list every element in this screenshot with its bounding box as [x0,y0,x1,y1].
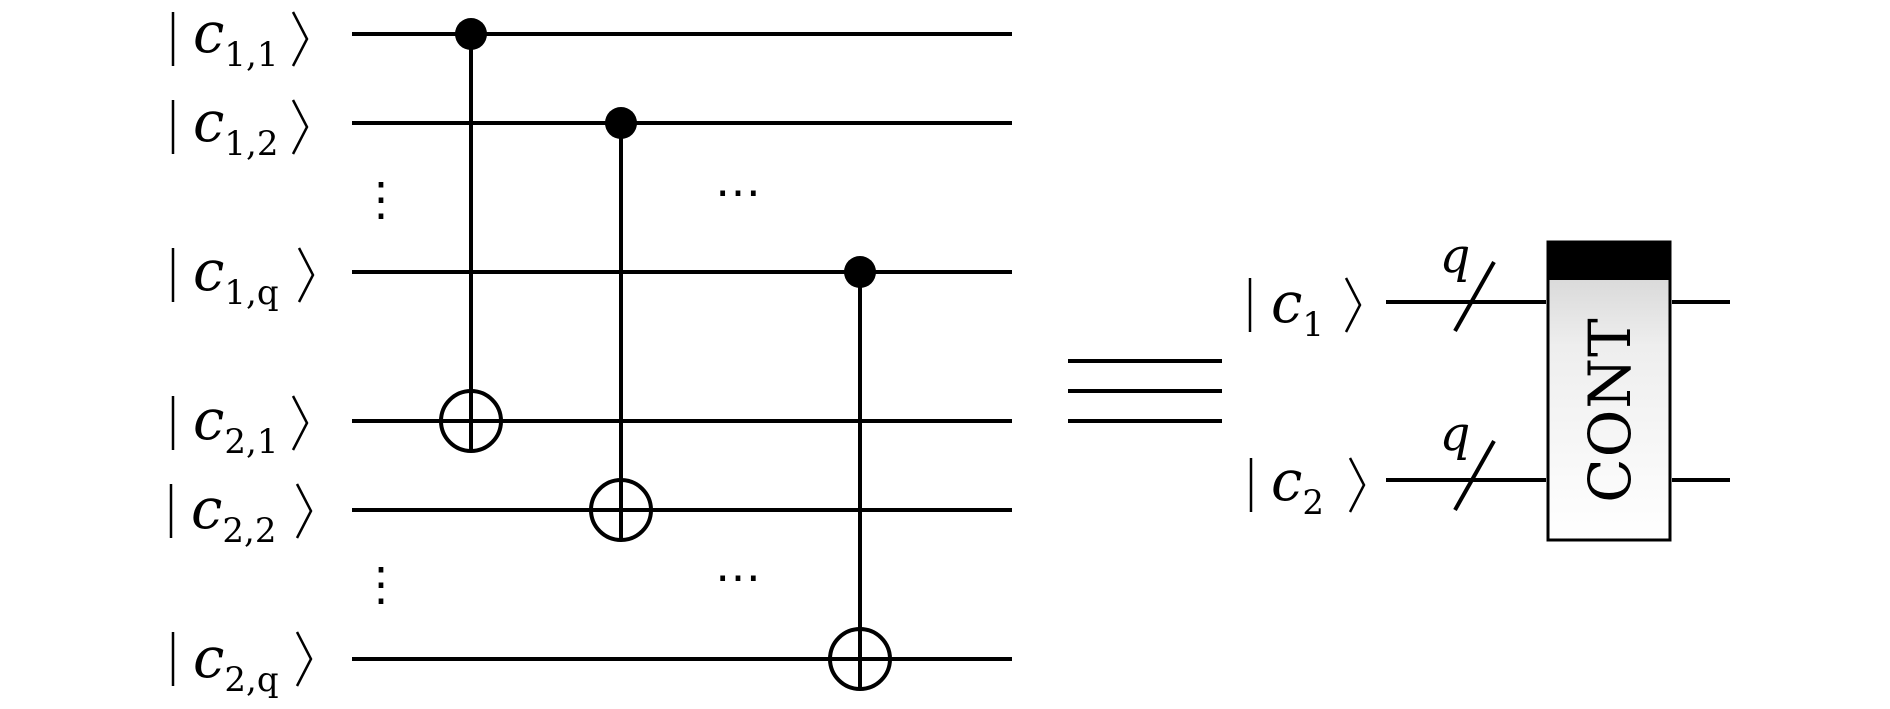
horizontal-ellipsis-top: ⋯ [715,165,761,219]
ket-label-c1q: c1,q [193,239,279,313]
ket-label-c2: c2 [1271,449,1324,523]
ket-brackets-right [1248,277,1366,513]
wire-size-label-c1: q [1440,228,1471,284]
cont-gate-header [1548,242,1670,280]
left-circuit [169,11,1012,691]
cont-gate-label: CONT [1576,317,1644,502]
equivalence-symbol [1068,359,1222,423]
right-circuit [1248,240,1730,542]
wire-size-label-c2: q [1440,406,1471,462]
cnot-gate-2 [589,107,653,542]
vertical-ellipsis-top: ⋮ [358,172,404,226]
control-dot [605,107,637,139]
ket-label-c22: c2,2 [191,477,276,551]
control-dot [455,18,487,50]
ket-label-c12: c1,2 [193,90,278,164]
ket-labels-left: c1,1 c1,2 c1,q c2,1 c2,2 c2,q [191,1,279,700]
ket-label-c1: c1 [1271,271,1324,345]
cnot-gate-3 [828,256,892,691]
vertical-ellipsis-bottom: ⋮ [358,557,404,611]
cnot-gate-1 [439,18,503,453]
control-dot [844,256,876,288]
ket-labels-right: c1 c2 [1271,271,1324,523]
bundle-slash-c2 [1453,440,1496,511]
ket-brackets-left [169,11,315,687]
ket-label-c11: c1,1 [193,1,278,75]
horizontal-ellipsis-bottom: ⋯ [715,550,761,604]
bundle-slash-c1 [1453,261,1496,332]
ket-label-c2q: c2,q [193,626,279,700]
cont-gate [1546,240,1672,542]
ket-label-c21: c2,1 [193,388,278,462]
